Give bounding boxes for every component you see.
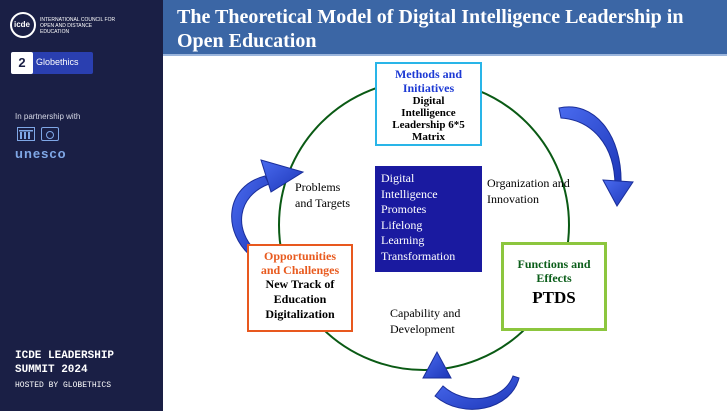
summit-title: ICDE LEADERSHIP SUMMIT 2024 — [15, 349, 114, 377]
unesco-wordmark: unesco — [15, 146, 67, 161]
org-line-2: Innovation — [487, 192, 539, 206]
program-emblem-icon — [41, 127, 59, 141]
opps-title-2: and Challenges — [260, 263, 340, 277]
organization-innovation-label: Organization and Innovation — [487, 175, 570, 207]
slide-title: The Theoretical Model of Digital Intelli… — [177, 6, 684, 52]
center-line-2: Intelligence — [381, 186, 438, 201]
problems-line-2: and Targets — [295, 196, 351, 210]
globethics-mark: 2 — [11, 52, 33, 74]
arrow-left-icon — [231, 159, 305, 259]
problems-targets-label: Problems and Targets — [295, 179, 350, 211]
icde-text: International Council for Open and Dista… — [40, 17, 116, 35]
methods-title-1: Methods and — [394, 67, 462, 81]
opps-title-1: Opportunities — [263, 249, 336, 263]
opps-sub-3: Digitalization — [265, 307, 335, 321]
summit-line-2: SUMMIT 2024 — [15, 364, 88, 376]
methods-title-2: Initiatives — [402, 81, 455, 95]
center-line-3: Promotes — [381, 202, 427, 216]
funcs-ptds: PTDS — [532, 288, 576, 307]
methods-sub-2: Intelligence — [401, 107, 456, 119]
center-line-4: Lifelong — [381, 217, 423, 232]
summit-line-1: ICDE LEADERSHIP — [15, 350, 115, 362]
arrow-bottom-icon — [422, 350, 520, 410]
functions-effects-box: Functions and Effects PTDS — [501, 242, 607, 331]
partnership-label: In partnership with — [15, 112, 81, 121]
temple-icon — [17, 127, 35, 141]
methods-initiatives-box: Methods and Initiatives Digital Intellig… — [375, 62, 482, 146]
hosted-by: HOSTED BY GLOBETHICS — [15, 381, 112, 390]
capability-development-label: Capability and Development — [390, 305, 460, 337]
cycle-arrows — [231, 106, 634, 410]
globethics-logo: 2 Globethics — [11, 52, 93, 74]
methods-sub-3: Leadership 6*5 — [392, 119, 465, 131]
center-line-1: Digital — [381, 171, 415, 185]
unesco-emblems — [17, 127, 77, 141]
globethics-name: Globethics — [36, 57, 79, 67]
center-line-6: Transformation — [381, 248, 456, 263]
problems-line-1: Problems — [295, 180, 341, 194]
cap-line-1: Capability and — [390, 306, 461, 320]
center-statement-box: Digital Intelligence Promotes Lifelong L… — [375, 166, 482, 272]
title-bar: The Theoretical Model of Digital Intelli… — [163, 0, 727, 56]
opportunities-challenges-box: Opportunities and Challenges New Track o… — [247, 244, 353, 332]
icde-mark: icde — [14, 20, 31, 29]
icde-globe-icon: icde — [10, 12, 36, 38]
methods-sub-1: Digital — [412, 95, 445, 107]
cap-line-2: Development — [390, 322, 455, 336]
center-line-5: Learning — [381, 233, 425, 247]
funcs-title-2: Effects — [536, 271, 572, 285]
funcs-title-1: Functions and — [517, 257, 591, 271]
opps-sub-1: New Track of — [265, 277, 335, 291]
icde-logo: icde International Council for Open and … — [10, 12, 130, 42]
methods-sub-4: Matrix — [412, 131, 445, 143]
sidebar: icde International Council for Open and … — [0, 0, 163, 411]
opps-sub-2: Education — [273, 292, 327, 306]
org-line-1: Organization and — [487, 176, 570, 190]
arrow-top-right-icon — [558, 106, 634, 207]
